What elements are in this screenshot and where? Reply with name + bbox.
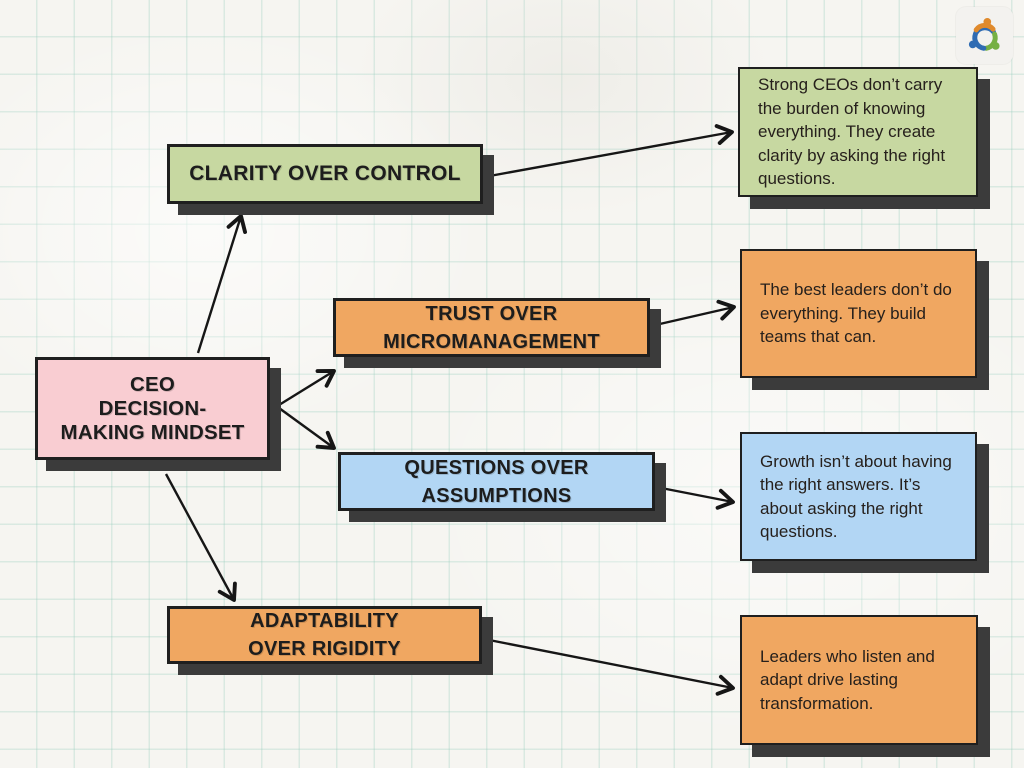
arrow-center-to-trust (278, 369, 336, 407)
node-adaptability-over-rigidity-label: ADAPTABILITY OVER RIGIDITY (248, 610, 401, 660)
node-ceo-mindset-label: CEO DECISION- MAKING MINDSET (60, 372, 245, 444)
arrow-center-to-questions (278, 407, 336, 450)
arrow-center-to-clarity (196, 214, 247, 354)
card-trust-description: The best leaders don’t do everything. Th… (740, 249, 977, 378)
node-trust-over-micromanagement: TRUST OVER MICROMANAGEMENT (333, 298, 650, 357)
card-adaptability-description: Leaders who listen and adapt drive lasti… (740, 615, 978, 745)
node-questions-over-assumptions-label: QUESTIONS OVER ASSUMPTIONS (404, 456, 589, 507)
node-clarity-over-control: CLARITY OVER CONTROL (167, 144, 483, 204)
node-ceo-mindset: CEO DECISION- MAKING MINDSET (35, 357, 270, 460)
arrow-questions-to-card (655, 485, 735, 510)
card-questions-description-text: Growth isn’t about having the right answ… (760, 451, 952, 542)
arrow-center-to-adapt (164, 473, 237, 602)
node-questions-over-assumptions: QUESTIONS OVER ASSUMPTIONS (338, 452, 655, 511)
card-questions-description: Growth isn’t about having the right answ… (740, 432, 977, 561)
card-clarity-description: Strong CEOs don’t carry the burden of kn… (738, 67, 978, 197)
card-clarity-description-text: Strong CEOs don’t carry the burden of kn… (758, 75, 946, 189)
arrow-clarity-to-card (483, 124, 734, 179)
node-adaptability-over-rigidity: ADAPTABILITY OVER RIGIDITY (167, 606, 482, 664)
arrow-trust-to-card (650, 299, 736, 328)
node-trust-over-micromanagement-label: TRUST OVER MICROMANAGEMENT (383, 302, 600, 353)
node-clarity-over-control-label: CLARITY OVER CONTROL (189, 162, 461, 185)
three-people-triangle-logo-icon (968, 17, 1000, 51)
arrow-adapt-to-card (483, 637, 735, 696)
card-adaptability-description-text: Leaders who listen and adapt drive lasti… (760, 646, 935, 713)
brand-logo (956, 7, 1013, 64)
card-trust-description-text: The best leaders don’t do everything. Th… (760, 280, 952, 347)
